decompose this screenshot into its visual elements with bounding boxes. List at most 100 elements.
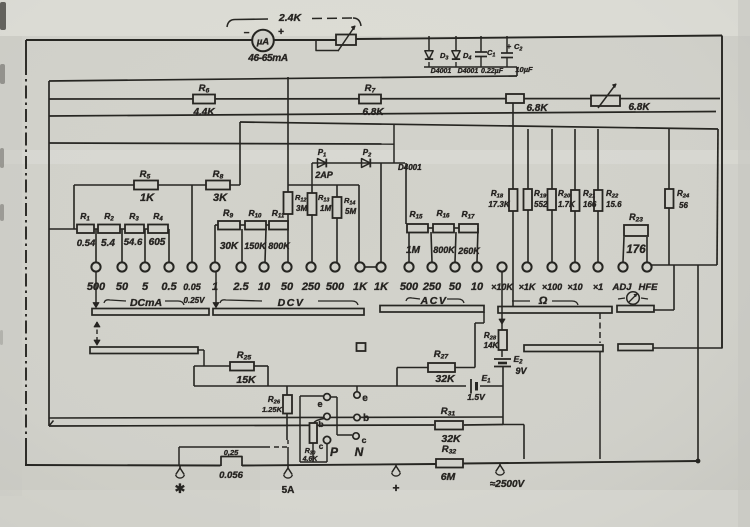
svg-text:R18: R18 — [491, 189, 504, 199]
svg-text:c: c — [362, 435, 367, 445]
svg-text:D3: D3 — [440, 51, 448, 61]
svg-text:R22: R22 — [606, 189, 619, 199]
svg-text:250: 250 — [301, 281, 321, 293]
svg-text:DCmA: DCmA — [130, 297, 162, 309]
svg-text:ADJ: ADJ — [611, 282, 632, 293]
svg-text:×1K: ×1K — [519, 282, 537, 292]
svg-text:50: 50 — [449, 281, 462, 293]
svg-text:260K: 260K — [457, 246, 481, 256]
svg-text:R4: R4 — [153, 211, 163, 223]
svg-text:R10: R10 — [249, 208, 263, 220]
svg-text:×100: ×100 — [542, 282, 562, 292]
svg-text:c: c — [319, 442, 324, 451]
svg-text:250: 250 — [422, 281, 442, 293]
svg-text:R20: R20 — [558, 189, 571, 199]
svg-text:R30: R30 — [305, 448, 316, 456]
svg-text:+: + — [278, 27, 284, 38]
svg-text:32K: 32K — [441, 433, 462, 445]
svg-text:✱: ✱ — [175, 481, 186, 496]
svg-text:50: 50 — [281, 281, 294, 293]
svg-text:+: + — [392, 481, 399, 495]
svg-text:14K: 14K — [484, 341, 500, 350]
svg-text:Ω: Ω — [538, 295, 548, 307]
svg-text:0.056: 0.056 — [219, 470, 243, 481]
svg-text:R16: R16 — [437, 208, 451, 220]
svg-text:500: 500 — [400, 281, 419, 293]
svg-text:46-65mA: 46-65mA — [247, 53, 288, 64]
svg-text:P2: P2 — [363, 148, 372, 158]
svg-text:E2: E2 — [513, 354, 523, 366]
svg-text:10: 10 — [471, 281, 484, 293]
svg-text:×10: ×10 — [567, 282, 582, 292]
svg-text:605: 605 — [149, 237, 166, 248]
svg-text:10: 10 — [258, 281, 271, 293]
svg-text:DCV: DCV — [278, 297, 305, 309]
svg-text:176: 176 — [626, 244, 646, 256]
svg-text:+: + — [507, 42, 512, 51]
svg-text:17.3K: 17.3K — [488, 200, 511, 209]
svg-text:e: e — [362, 393, 368, 404]
svg-text:166: 166 — [583, 200, 597, 209]
svg-text:800K: 800K — [268, 241, 291, 251]
svg-text:0.05: 0.05 — [183, 282, 202, 292]
svg-text:0.25V: 0.25V — [184, 296, 206, 305]
svg-text:1.5V: 1.5V — [467, 392, 486, 402]
svg-text:1M: 1M — [320, 204, 331, 213]
svg-text:10µF: 10µF — [515, 65, 533, 74]
svg-text:1K: 1K — [374, 281, 389, 293]
svg-text:800K: 800K — [433, 245, 456, 255]
svg-text:150K: 150K — [244, 241, 267, 251]
svg-text:R15: R15 — [410, 209, 424, 221]
svg-text:R14: R14 — [344, 196, 355, 206]
svg-text:5.4: 5.4 — [101, 238, 115, 249]
svg-text:D4001: D4001 — [398, 163, 422, 172]
svg-text:≈2500V: ≈2500V — [490, 479, 526, 490]
svg-text:1.25K: 1.25K — [262, 405, 283, 414]
svg-text:3K: 3K — [213, 192, 228, 204]
svg-text:b: b — [363, 413, 369, 424]
svg-text:D4001: D4001 — [431, 68, 452, 75]
svg-text:0.22µF: 0.22µF — [481, 68, 504, 75]
svg-text:0.5: 0.5 — [161, 281, 177, 293]
svg-text:3M: 3M — [296, 204, 307, 213]
svg-text:R19: R19 — [534, 189, 547, 199]
svg-text:R8: R8 — [213, 169, 224, 181]
svg-text:56: 56 — [679, 201, 688, 210]
svg-text:R17: R17 — [462, 209, 476, 221]
svg-text:R21: R21 — [583, 189, 595, 199]
svg-text:R23: R23 — [629, 212, 643, 224]
svg-text:µA: µA — [256, 37, 269, 48]
svg-text:e: e — [317, 399, 322, 409]
svg-text:HFE: HFE — [639, 282, 659, 293]
svg-text:C2: C2 — [514, 42, 522, 52]
svg-text:1K: 1K — [140, 192, 155, 204]
svg-text:1K: 1K — [353, 281, 368, 293]
svg-text:R6: R6 — [199, 83, 210, 95]
svg-text:1.7K: 1.7K — [558, 200, 576, 209]
svg-text:6.8K: 6.8K — [526, 103, 548, 114]
svg-text:2AP: 2AP — [314, 170, 334, 180]
svg-text:ACV: ACV — [420, 295, 448, 307]
svg-text:R11: R11 — [272, 208, 285, 220]
svg-text:R5: R5 — [140, 169, 151, 181]
svg-text:R28: R28 — [484, 331, 497, 341]
svg-text:4.4K: 4.4K — [192, 107, 215, 118]
svg-text:D4: D4 — [463, 51, 471, 61]
svg-text:6.8K: 6.8K — [628, 102, 650, 113]
svg-text:P1: P1 — [318, 148, 327, 158]
svg-text:6.8K: 6.8K — [362, 107, 384, 118]
svg-text:6M: 6M — [441, 471, 456, 483]
svg-text:0.54: 0.54 — [77, 238, 96, 249]
svg-text:b: b — [318, 419, 323, 429]
svg-text:500: 500 — [326, 281, 345, 293]
svg-text:R26: R26 — [268, 395, 281, 405]
svg-text:50: 50 — [116, 281, 129, 293]
svg-text:5A: 5A — [282, 485, 295, 496]
svg-text:C1: C1 — [487, 48, 495, 58]
svg-text:R9: R9 — [223, 208, 234, 220]
svg-text:15K: 15K — [236, 374, 257, 386]
svg-text:1M: 1M — [406, 245, 421, 256]
svg-text:4.6K: 4.6K — [302, 456, 319, 463]
svg-text:30K: 30K — [220, 241, 239, 252]
svg-text:0,25: 0,25 — [224, 448, 239, 457]
